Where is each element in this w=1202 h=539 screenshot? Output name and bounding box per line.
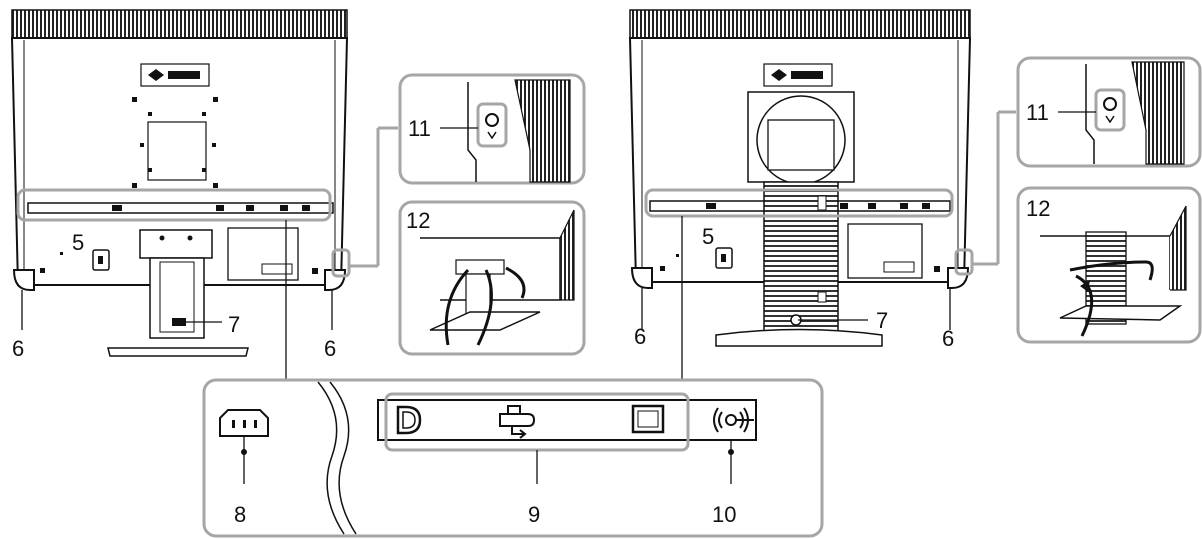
left-connector-frame [16,188,332,222]
callout-5-left: 5 [72,230,84,255]
left-inset-11: 11 [398,73,586,185]
callout-6-left-b: 6 [324,336,336,361]
callout-10: 10 [712,502,736,527]
right-button-frame [954,248,974,276]
right-stand-column [763,181,839,335]
callout-11-right: 11 [1026,100,1049,125]
left-inset-12: 12 [398,200,586,356]
left-monitor: 5 6 6 7 [10,9,398,380]
callout-5-right: 5 [702,224,714,249]
left-foot-r [324,269,347,291]
power-inlet-icon [219,409,269,437]
callout-12-right: 12 [1026,196,1050,221]
left-usb-port-icon [485,113,499,127]
right-stand-base [715,328,883,347]
callout-7-left: 7 [228,312,240,337]
dvi-icon [499,405,536,439]
eizo-logo-icon [140,63,210,87]
left-stand-base [107,347,249,357]
callout-6-right-b: 6 [942,326,954,351]
callout-9: 9 [528,502,540,527]
connector-detail-panel: 8 9 10 [202,378,824,538]
displayport-icon [396,405,422,435]
eizo-logo-icon [763,63,833,87]
right-monitor: 5 6 6 7 [628,9,1016,380]
right-foot-r [947,267,970,289]
right-connector-frame [644,188,954,218]
callout-8: 8 [234,502,246,527]
callout-7-right: 7 [876,308,888,333]
right-top-vent [629,9,971,39]
right-usb-port-icon [1103,97,1117,111]
left-button-frame [331,248,351,278]
vesa-plate [147,121,207,181]
callout-11-left: 11 [408,116,431,141]
left-top-vent [11,9,348,39]
callout-6-right-a: 6 [634,324,646,349]
left-foot-l [12,269,35,291]
right-foot-l [630,267,653,289]
right-inset-12: 12 [1016,186,1202,344]
left-connector-strip [27,202,334,214]
callout-12-left: 12 [406,208,430,233]
right-inset-11: 11 [1016,56,1202,168]
audio-input-icon [713,407,754,433]
callout-6-left-a: 6 [12,336,24,361]
